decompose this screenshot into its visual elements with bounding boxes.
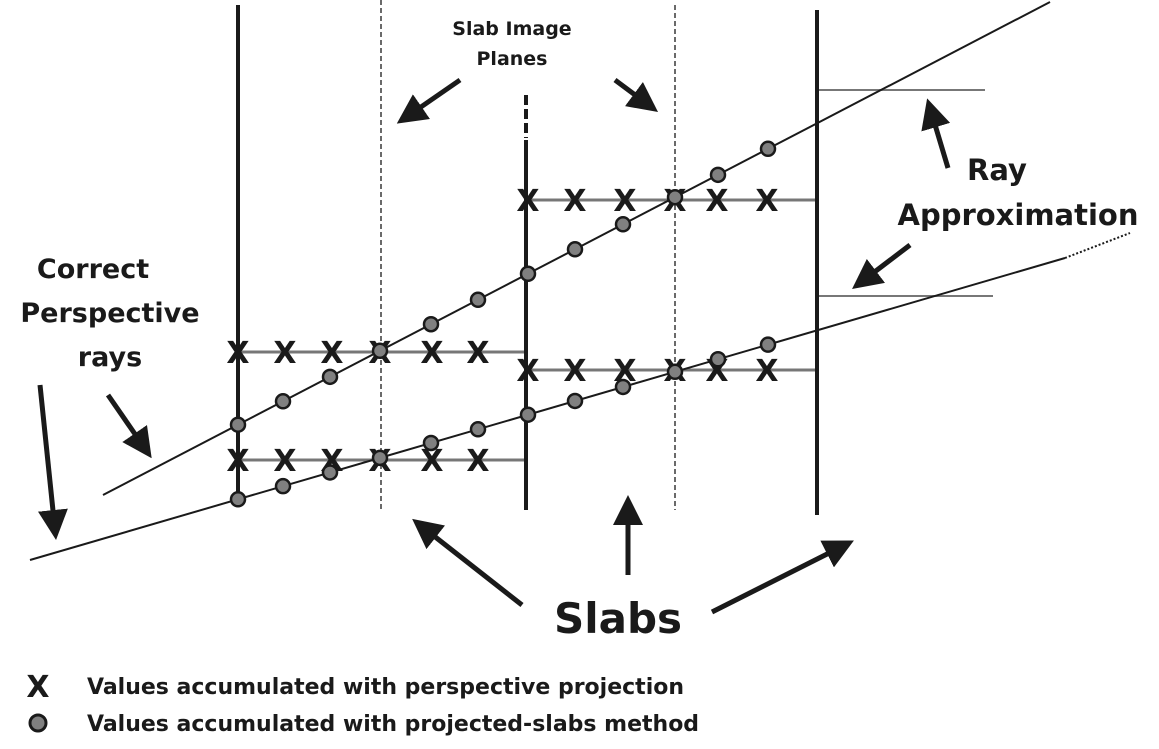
- arrow-icon: [412, 518, 524, 607]
- arrow-icon: [105, 393, 152, 459]
- arrow-icon: [613, 77, 659, 112]
- legend-label: Values accumulated with projected-slabs …: [87, 712, 699, 737]
- label-correct-perspective-rays: Correct: [37, 254, 149, 285]
- perspective-sample-x-icon: X: [273, 336, 296, 371]
- arrow-icon: [852, 243, 912, 290]
- perspective-ray-lower-dotted: [1064, 232, 1131, 259]
- perspective-ray-lower: [29, 257, 1066, 561]
- legend: X Values accumulated with perspective pr…: [26, 670, 699, 737]
- arrow-icon: [37, 384, 68, 540]
- projected-slab-sample-circle-icon: [321, 464, 339, 481]
- label-slab-image-planes: Planes: [477, 48, 548, 70]
- perspective-sample-x-icon: X: [226, 444, 249, 479]
- projected-slab-sample-circle-icon: [422, 434, 440, 452]
- perspective-sample-x-icon: X: [420, 336, 443, 371]
- label-ray-approximation: Ray: [967, 153, 1027, 187]
- projected-slab-sample-circle-icon: [566, 392, 584, 410]
- perspective-sample-x-icon: X: [516, 354, 539, 389]
- projected-slab-sample-circle-icon: [469, 291, 487, 309]
- projected-slab-sample-circle-icon: [274, 393, 292, 410]
- perspective-sample-x-icon: X: [226, 336, 249, 371]
- arrow-icon: [710, 540, 854, 615]
- projected-slab-sample-circle-icon: [709, 166, 727, 184]
- projected-slab-sample-circle-icon: [229, 491, 247, 508]
- label-ray-approximation: Approximation: [898, 198, 1139, 232]
- projected-slab-sample-circle-icon: [666, 188, 684, 206]
- perspective-sample-x-icon: X: [420, 444, 443, 479]
- perspective-sample-x-icon: X: [320, 336, 343, 371]
- perspective-sample-x-icon: X: [273, 444, 296, 479]
- perspective-sample-x-icon: X: [705, 184, 728, 219]
- projected-slab-sample-circle-icon: [759, 336, 777, 353]
- label-correct-perspective-rays: rays: [78, 342, 142, 373]
- label-correct-perspective-rays: Perspective: [20, 298, 199, 329]
- projected-slab-sample-circle-icon: [614, 378, 632, 396]
- perspective-sample-x-icon: X: [613, 184, 636, 219]
- perspective-sample-x-icon: X: [466, 336, 489, 371]
- perspective-sample-x-icon: X: [466, 444, 489, 479]
- projected-slab-sample-circle-icon: [321, 368, 339, 386]
- perspective-sample-x-icon: X: [755, 184, 778, 219]
- perspective-sample-x-icon: X: [563, 354, 586, 389]
- legend-label: Values accumulated with perspective proj…: [87, 675, 684, 700]
- arrow-icon: [396, 77, 462, 124]
- perspective-sample-x-icon: X: [755, 354, 778, 389]
- projected-slab-sample-circle-icon: [274, 477, 292, 495]
- projected-slab-sample-circle-icon: [422, 315, 440, 333]
- label-slabs: Slabs: [554, 594, 682, 643]
- legend-x-icon: X: [26, 670, 49, 705]
- projected-slab-sample-circle-icon: [519, 265, 537, 282]
- perspective-sample-x-icon: X: [516, 184, 539, 219]
- projected-slab-sample-circle-icon: [229, 416, 247, 433]
- arrow-icon: [921, 98, 951, 169]
- projected-slab-sample-circle-icon: [614, 216, 632, 233]
- projected-slab-sample-circle-icon: [519, 406, 537, 423]
- legend-circle-icon: [28, 713, 48, 733]
- label-slab-image-planes: Slab Image: [452, 18, 571, 40]
- projected-slab-sample-circle-icon: [469, 421, 487, 438]
- projected-slab-sample-circle-icon: [566, 241, 584, 258]
- projected-slab-sample-circle-icon: [666, 363, 684, 381]
- projected-slab-sample-circle-icon: [759, 140, 777, 158]
- projected-slab-sample-circle-icon: [371, 342, 389, 360]
- perspective-sample-x-icon: X: [563, 184, 586, 219]
- projected-slab-sample-circle-icon: [371, 449, 389, 467]
- projected-slab-sample-circle-icon: [709, 351, 727, 368]
